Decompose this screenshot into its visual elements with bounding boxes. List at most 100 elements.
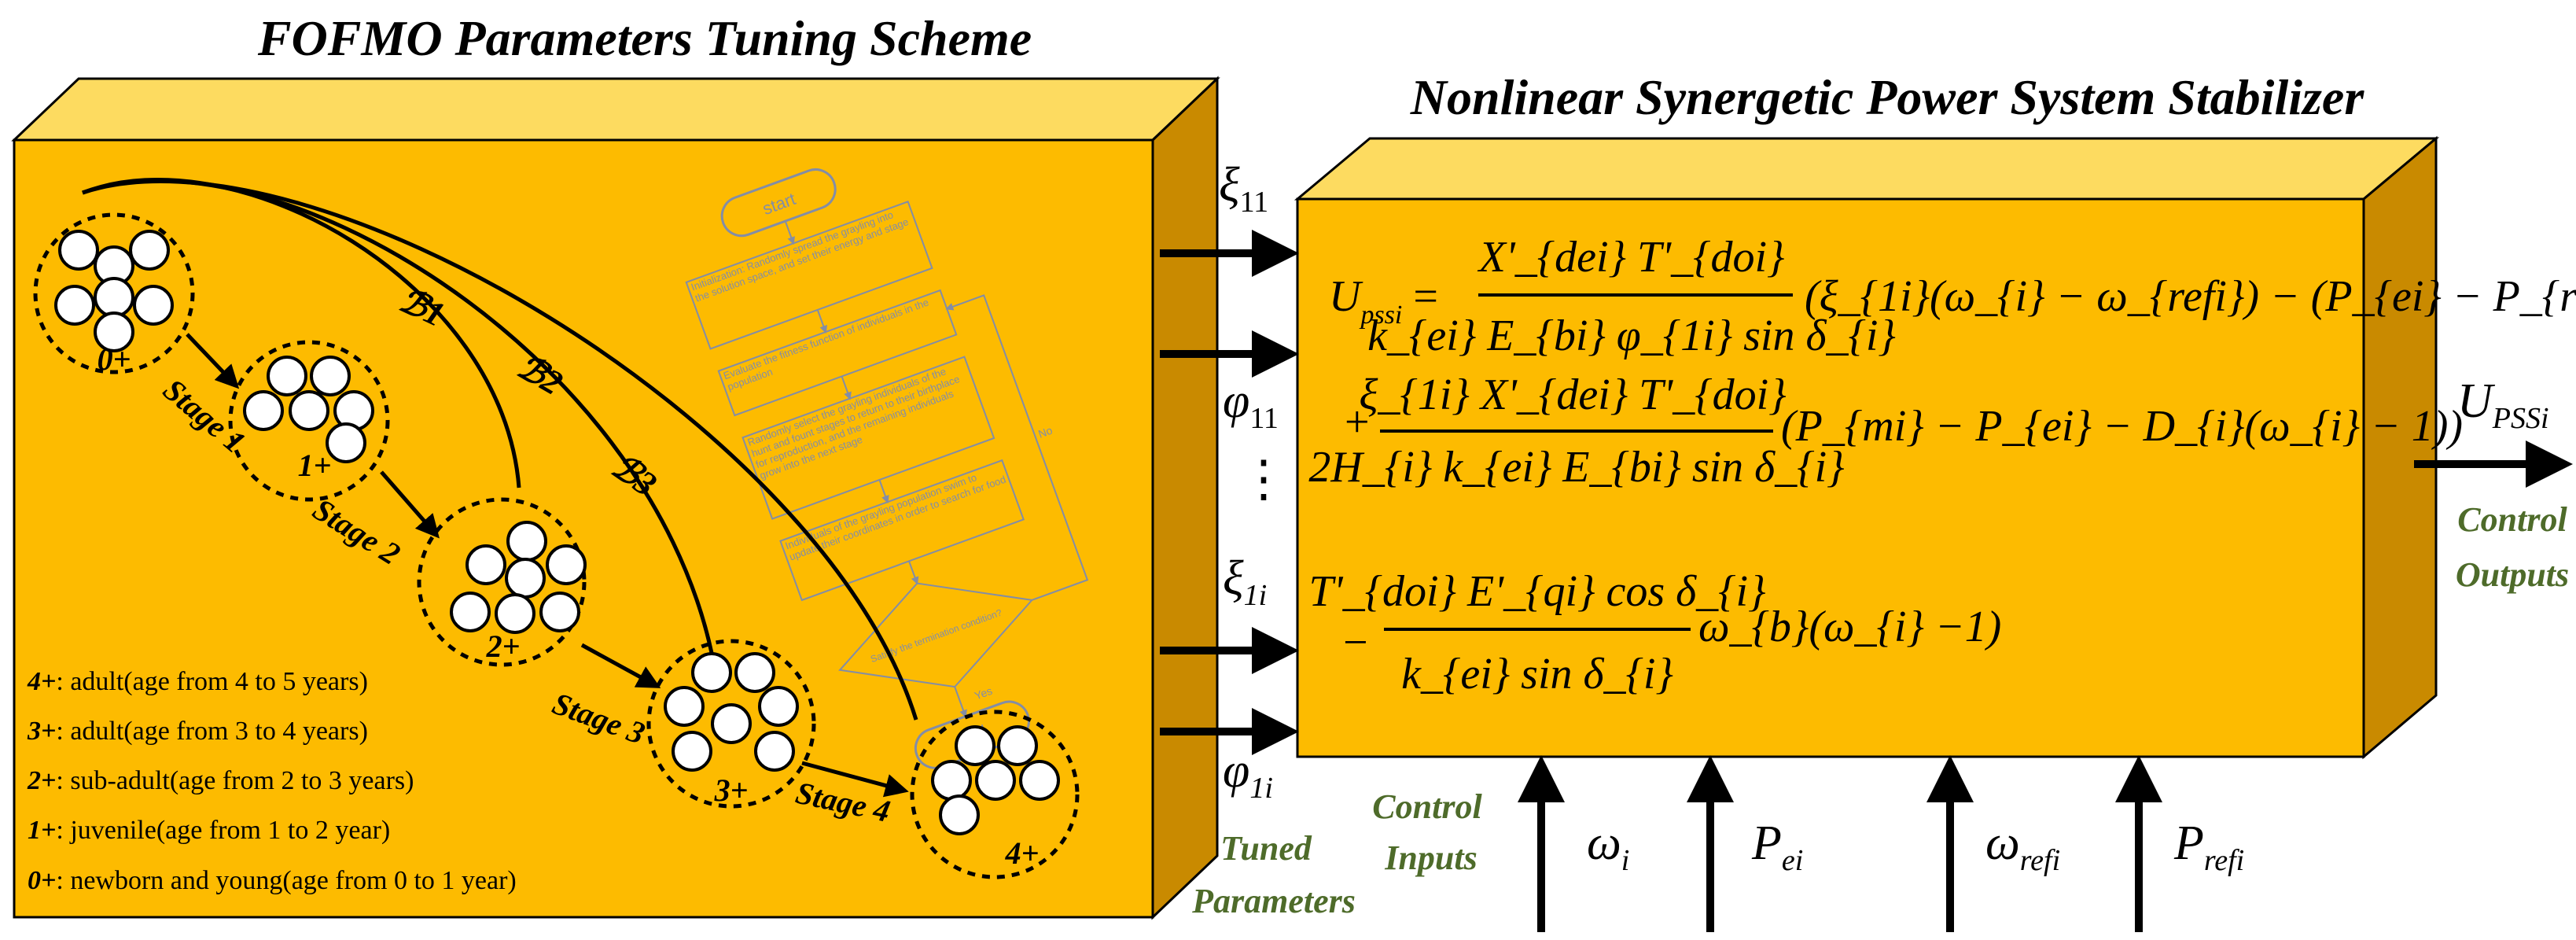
equation-line3-numerator: T'_{doi} E'_{qi} cos δ_{i} xyxy=(1308,567,1765,616)
flowchart-arrow xyxy=(816,309,827,334)
input-label-pref: Prefi xyxy=(2173,817,2244,877)
control-inputs-line1: Control xyxy=(1372,787,1482,826)
group-boundary xyxy=(910,710,1080,879)
individual-circle xyxy=(310,356,351,396)
control-inputs-line2: Inputs xyxy=(1384,839,1477,877)
individual-circle xyxy=(931,760,972,801)
tuned-parameters-caption: Tuned Parameters xyxy=(1191,829,1356,920)
group-label: 2+ xyxy=(486,629,521,664)
equation-line1-denominator: k_{ei} E_{bi} φ_{1i} sin δ_{i} xyxy=(1367,311,1896,360)
left-box-side xyxy=(1151,76,1219,920)
control-outputs-line2: Outputs xyxy=(2456,555,2569,594)
control-input-labels: ωi Pei ωrefi Prefi xyxy=(1587,817,2244,877)
left-box-top xyxy=(11,77,1220,142)
flowchart-start-box xyxy=(720,168,837,238)
group-4plus: 4+ xyxy=(910,710,1080,879)
equation-line2-plus: + xyxy=(1345,398,1370,447)
individual-circle xyxy=(546,544,587,585)
legend-row: 0+: newborn and young(age from 0 to 1 ye… xyxy=(28,866,517,895)
individual-circle xyxy=(734,652,775,693)
group-0plus: 0+ xyxy=(33,212,195,377)
legend-text: : juvenile(age from 1 to 2 year) xyxy=(56,816,390,845)
equation-line2-numerator: ξ_{1i} X'_{dei} T'_{doi} xyxy=(1359,370,1786,419)
individual-circle xyxy=(133,285,174,326)
individual-circle xyxy=(955,725,995,766)
jump-curve-3 xyxy=(82,179,918,721)
legend-key: 4+ xyxy=(27,667,56,696)
left-title: FOFMO Parameters Tuning Scheme xyxy=(257,10,1032,66)
legend-key: 2+ xyxy=(27,766,56,795)
individual-circle xyxy=(466,544,506,585)
flowchart-arrow xyxy=(841,376,852,400)
tuned-label-xi1i: ξ1i xyxy=(1223,551,1267,612)
individual-circle xyxy=(267,356,307,396)
individual-circle xyxy=(505,558,546,599)
legend-row: 2+: sub-adult(age from 2 to 3 years) xyxy=(27,766,414,795)
input-label-omega: ωi xyxy=(1587,817,1629,877)
individual-circle xyxy=(672,731,712,772)
individual-circle xyxy=(711,703,752,744)
group-label: 0+ xyxy=(98,341,131,377)
legend-text: : adult(age from 3 to 4 years) xyxy=(56,717,368,746)
individual-circle xyxy=(289,390,329,431)
legend-key: 0+ xyxy=(28,866,56,895)
input-label-omega-ref: ωrefi xyxy=(1985,817,2060,877)
individual-circle xyxy=(939,794,980,835)
group-1plus: 1+ xyxy=(228,340,390,502)
legend-row: 4+: adult(age from 4 to 5 years) xyxy=(27,667,368,696)
input-label-pe: Pei xyxy=(1751,817,1803,877)
right-box xyxy=(1294,135,2440,760)
legend-row: 1+: juvenile(age from 1 to 2 year) xyxy=(28,816,390,845)
stage-arrow-4 xyxy=(801,761,909,798)
right-title: Nonlinear Synergetic Power System Stabil… xyxy=(1410,69,2365,125)
stage-arrow-3 xyxy=(580,643,661,688)
right-box-front xyxy=(1296,197,2365,758)
equation-line3-denominator: k_{ei} sin δ_{i} xyxy=(1401,650,1673,699)
tuned-parameter-arrows xyxy=(1160,230,1299,755)
tuned-label-phi1i: φ1i xyxy=(1223,744,1273,805)
legend-row: 3+: adult(age from 3 to 4 years) xyxy=(27,717,368,746)
equation-line3-tail: ω_{b}(ω_{i} −1) xyxy=(1698,603,2001,651)
flowchart-step-box xyxy=(685,201,933,350)
tuned-parameter-labels: ξ11 φ11 ⋮ ξ1i φ1i xyxy=(1219,158,1289,805)
flowchart-no-label: No xyxy=(1036,424,1054,441)
individual-circle xyxy=(754,731,795,772)
output-label: UPSSi xyxy=(2457,374,2549,435)
right-box-top xyxy=(1294,137,2440,201)
equation-line3-minus: − xyxy=(1343,618,1368,667)
control-outputs-line1: Control xyxy=(2457,500,2567,539)
equation-lhs: Upssi = xyxy=(1329,272,1438,330)
tuned-caption-line1: Tuned xyxy=(1220,829,1312,868)
equation-line1-numerator: X'_{dei} T'_{doi} xyxy=(1478,233,1785,282)
stage-arrows xyxy=(186,333,909,798)
individual-circle xyxy=(54,285,95,326)
equation-line2-tail: (P_{mi} − P_{ei} − D_{i}(ω_{i} − 1)) xyxy=(1781,402,2463,451)
group-label: 4+ xyxy=(1005,835,1040,871)
individual-circle xyxy=(495,593,535,634)
flowchart-no-loop xyxy=(945,294,1089,601)
control-input-arrows xyxy=(1518,755,2162,932)
group-label: 1+ xyxy=(298,448,332,483)
flowchart-arrow xyxy=(878,479,889,504)
individual-circle xyxy=(1019,760,1060,801)
group-3plus: 3+ xyxy=(646,639,816,809)
control-inputs-caption: Control Inputs xyxy=(1372,787,1482,877)
control-outputs-caption: Control Outputs xyxy=(2456,500,2569,594)
legend-text: : adult(age from 4 to 5 years) xyxy=(56,667,368,696)
age-legend: 4+: adult(age from 4 to 5 years) 3+: adu… xyxy=(27,667,517,895)
individual-circle xyxy=(691,652,732,693)
group-boundary xyxy=(33,212,195,374)
tuned-label-phi11: φ11 xyxy=(1223,374,1279,435)
legend-text: : newborn and young(age from 0 to 1 year… xyxy=(56,866,516,895)
individual-circle xyxy=(758,686,799,727)
group-boundary xyxy=(646,639,816,809)
individual-circle xyxy=(58,230,99,271)
individual-circle xyxy=(997,725,1038,766)
stage-arrow-1 xyxy=(186,333,240,389)
equation-line2-denominator: 2H_{i} k_{ei} E_{bi} sin δ_{i} xyxy=(1308,443,1844,492)
flowchart-arrow xyxy=(908,561,919,585)
individual-circle xyxy=(94,277,134,318)
group-boundary xyxy=(417,497,587,667)
individual-circle xyxy=(506,521,547,562)
